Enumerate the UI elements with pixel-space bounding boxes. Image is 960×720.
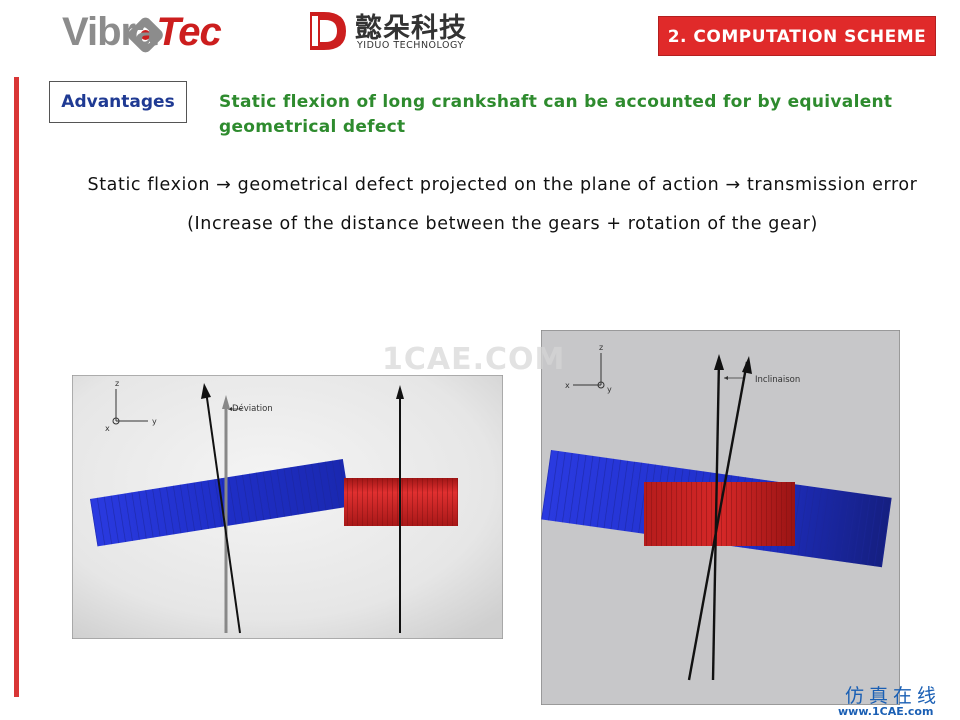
axis-y-label-right: y: [607, 385, 612, 394]
axis-x-label: x: [105, 424, 110, 433]
yiduo-logo-icon: [310, 12, 346, 50]
deviation-annotation: Déviation: [232, 403, 273, 414]
axis-y-label: y: [152, 417, 157, 426]
explanation-line-2: (Increase of the distance between the ge…: [187, 214, 818, 234]
axis-triad-icon: [112, 389, 148, 425]
vibratec-logo-part2: Tec: [156, 10, 221, 54]
advantages-label: Advantages: [49, 81, 187, 123]
vibratec-logo-text: VibraTec: [62, 10, 222, 55]
deviation-figure: z y x Déviation: [72, 375, 503, 639]
vibratec-logo-part1: Vibra: [62, 10, 157, 54]
axis-z-label: z: [115, 379, 119, 388]
axis-x-label-right: x: [565, 381, 570, 390]
explanation-line-1: Static flexion → geometrical defect proj…: [87, 175, 918, 195]
yiduo-logo-name-en: YIDUO TECHNOLOGY: [357, 40, 464, 51]
inclinaison-figure: z y x Inclinaison: [541, 330, 900, 705]
yiduo-logo-name-cn: 懿朵科技: [355, 13, 467, 44]
inclinaison-annotation: Inclinaison: [755, 375, 800, 385]
advantages-text: Static flexion of long crankshaft can be…: [219, 92, 893, 137]
vibratec-logo-icon: [128, 17, 163, 53]
axis-triad-icon-right: [573, 353, 605, 389]
accent-rule: [14, 77, 19, 697]
corner-watermark-cn: 仿真在线: [845, 685, 942, 707]
axis-z-label-right: z: [599, 343, 603, 352]
section-badge: 2. COMPUTATION SCHEME: [658, 16, 936, 56]
corner-watermark-url: www.1CAE.com: [838, 705, 934, 718]
site-watermark: 1CAE.COM: [382, 342, 566, 377]
